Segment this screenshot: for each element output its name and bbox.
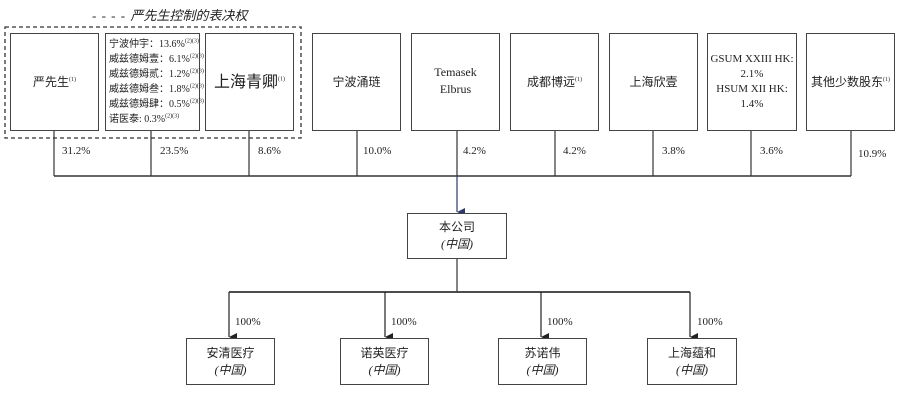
voting-control-dashed-frame xyxy=(4,26,302,139)
shareholder-name: 上海欣壹 xyxy=(629,74,678,89)
footnote: (1) xyxy=(69,76,76,83)
subsidiary-pct: 100% xyxy=(391,316,417,328)
ownership-pct: 3.6% xyxy=(760,145,783,157)
company-name: 本公司 xyxy=(438,220,475,234)
holding-text: 威兹德姆贰：1.2% xyxy=(109,69,190,80)
ownership-pct: 10.0% xyxy=(363,145,392,157)
shareholder-name: 严先生 xyxy=(32,74,69,89)
ownership-pct: 8.6% xyxy=(258,145,281,157)
subsidiary-box: 苏诺伟 (中国) xyxy=(498,338,587,385)
legend-label: 严先生控制的表决权 xyxy=(130,8,248,23)
subsidiary-pct: 100% xyxy=(235,316,261,328)
subsidiary-pct: 100% xyxy=(547,316,573,328)
subsidiary-country: (中国) xyxy=(368,362,401,377)
shareholder-box: 上海青卿(1) xyxy=(205,33,294,131)
footnote: (2)(3) xyxy=(165,113,180,120)
ownership-pct: 10.9% xyxy=(858,148,887,160)
shareholder-name: 成都博远 xyxy=(526,74,575,89)
shareholder-name: Temasek xyxy=(434,65,477,79)
shareholder-name: 宁波涌琏 xyxy=(332,74,381,89)
shareholder-name: 其他少数股东 xyxy=(810,74,883,89)
footnote: (1) xyxy=(883,76,890,83)
holding-line: 威兹德姆肆：0.5%(2)(3) xyxy=(109,97,204,112)
shareholder-box: 其他少数股东(1) xyxy=(806,33,895,131)
subsidiary-box: 上海蕴和 (中国) xyxy=(647,338,737,385)
holding-line: 威兹德姆叁：1.8%(2)(3) xyxy=(109,82,204,97)
holding-text: 威兹德姆叁：1.8% xyxy=(109,84,190,95)
subsidiary-box: 安清医疗 (中国) xyxy=(186,338,275,385)
shareholder-name: 上海青卿 xyxy=(213,73,278,91)
company-country: (中国) xyxy=(441,237,473,251)
ownership-pct: 31.2% xyxy=(62,145,91,157)
shareholder-box-group: 宁波仲宇：13.6%(2)(3) 威兹德姆壹：6.1%(2)(3) 威兹德姆贰：… xyxy=(105,33,204,131)
company-box: 本公司 (中国) xyxy=(407,213,507,259)
footnote: (2)(3) xyxy=(189,68,204,75)
legend: - - - - 严先生控制的表决权 xyxy=(92,5,247,24)
holding-text: 宁波仲宇：13.6% xyxy=(109,39,185,50)
subsidiary-name: 诺英医疗 xyxy=(360,345,409,360)
ownership-pct: 3.8% xyxy=(662,145,685,157)
footnote: (1) xyxy=(278,76,285,83)
shareholder-name-line2: HSUM XII HK: 1.4% xyxy=(716,83,788,110)
holding-text: 威兹德姆肆：0.5% xyxy=(109,99,190,110)
holding-line: 威兹德姆贰：1.2%(2)(3) xyxy=(109,67,204,82)
subsidiary-name: 安清医疗 xyxy=(206,345,255,360)
subsidiary-name: 上海蕴和 xyxy=(667,345,716,360)
shareholder-box: 成都博远(1) xyxy=(510,33,599,131)
footnote: (2)(3) xyxy=(189,83,204,90)
shareholder-name-line2: Elbrus xyxy=(439,82,472,96)
subsidiary-country: (中国) xyxy=(526,362,559,377)
holding-line: 威兹德姆壹：6.1%(2)(3) xyxy=(109,52,204,67)
subsidiary-box: 诺英医疗 (中国) xyxy=(340,338,429,385)
holding-text: 威兹德姆壹：6.1% xyxy=(109,54,190,65)
shareholder-box: 上海欣壹 xyxy=(609,33,698,131)
dashed-line-sample: - - - - xyxy=(92,8,131,23)
footnote: (1) xyxy=(575,76,582,83)
subsidiary-name: 苏诺伟 xyxy=(524,345,561,360)
footnote: (2)(3) xyxy=(184,38,199,45)
shareholder-box: 宁波涌琏 xyxy=(312,33,401,131)
footnote: (2)(3) xyxy=(189,98,204,105)
holding-line: 诺医泰: 0.3%(2)(3) xyxy=(109,112,179,127)
shareholder-box: GSUM XXIII HK: 2.1% HSUM XII HK: 1.4% xyxy=(707,33,797,131)
ownership-pct: 4.2% xyxy=(563,145,586,157)
holding-text: 诺医泰: 0.3% xyxy=(109,114,166,125)
shareholder-name: GSUM XXIII HK: 2.1% xyxy=(710,53,794,80)
subsidiary-country: (中国) xyxy=(676,362,708,377)
footnote: (2)(3) xyxy=(189,53,204,60)
ownership-pct: 4.2% xyxy=(463,145,486,157)
subsidiary-pct: 100% xyxy=(697,316,723,328)
subsidiary-country: (中国) xyxy=(214,362,247,377)
shareholder-box: 严先生(1) xyxy=(10,33,99,131)
shareholder-box: Temasek Elbrus xyxy=(411,33,500,131)
ownership-pct: 23.5% xyxy=(160,145,189,157)
holding-line: 宁波仲宇：13.6%(2)(3) xyxy=(109,37,199,52)
